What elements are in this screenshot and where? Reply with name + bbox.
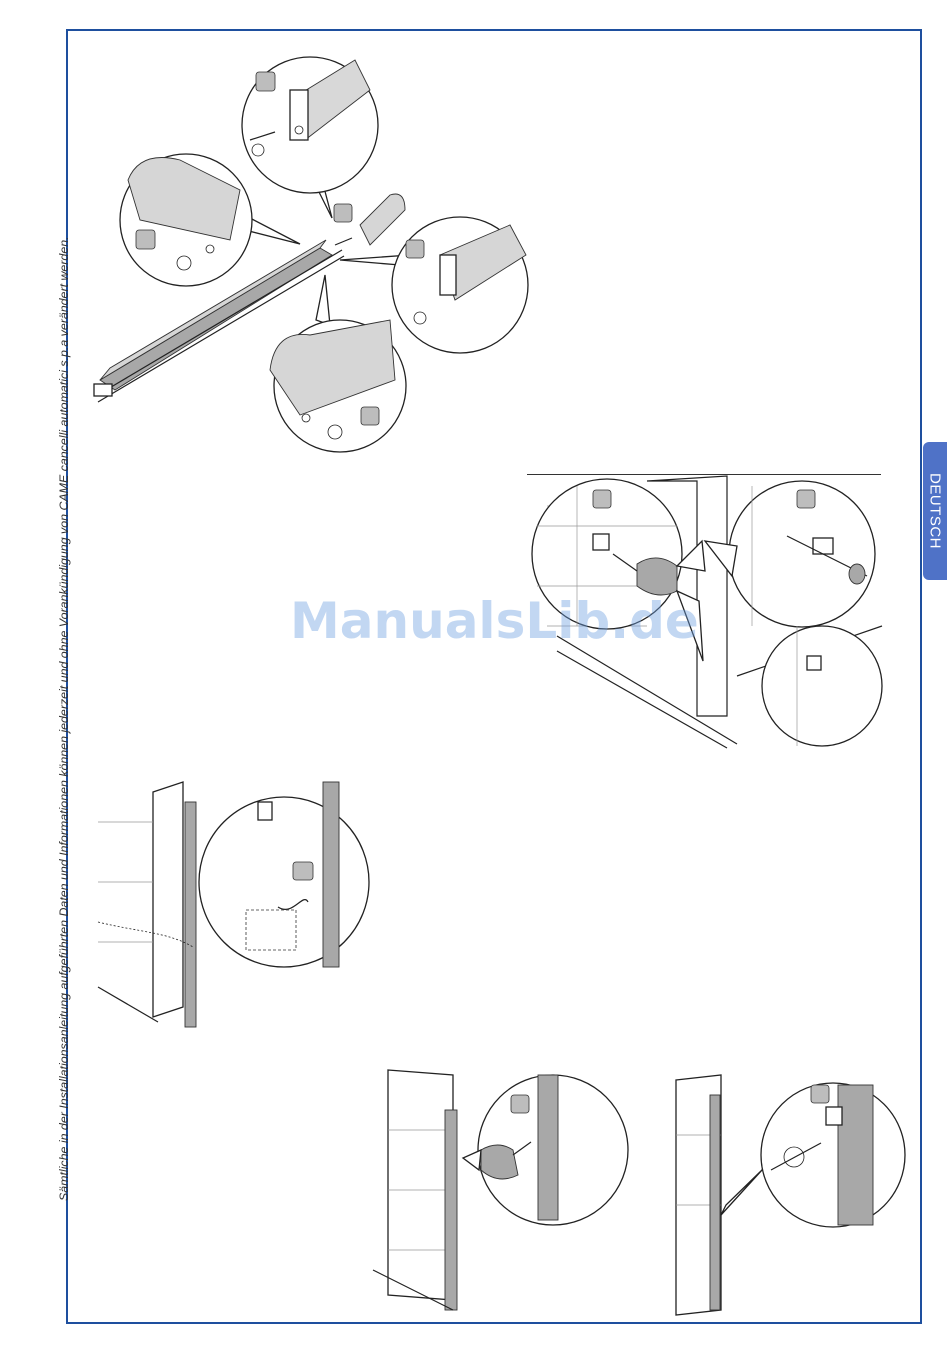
disclaimer-note: Sämtliche in der Installationsanleitung …: [57, 236, 71, 1201]
watermark: ManualsLib.de: [290, 592, 699, 650]
language-tab[interactable]: DEUTSCH: [923, 442, 947, 580]
figure-endcap-assembly: [80, 50, 540, 460]
divider-line: [527, 474, 881, 475]
figure-screw-fixing: [676, 1075, 906, 1320]
figure-cable-routing: [98, 782, 373, 1027]
language-tab-label: DEUTSCH: [927, 473, 944, 549]
figure-cover-drilling: [373, 1070, 628, 1315]
